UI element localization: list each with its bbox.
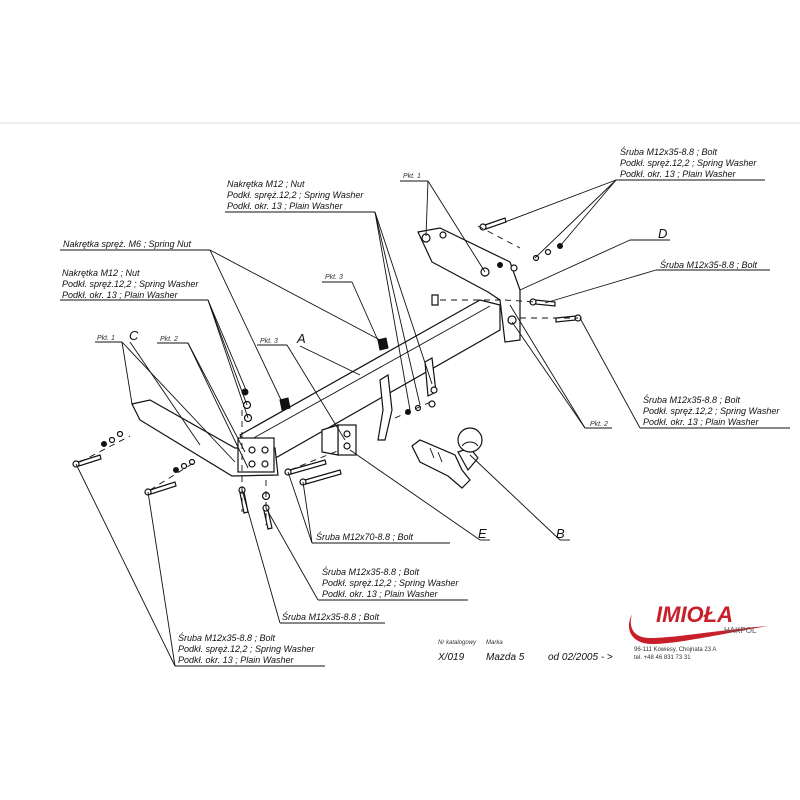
pkt1-right-label: Pkt. 1 — [403, 173, 421, 180]
spring-nut-label: Nakrętka spręż. M6 ; Spring Nut — [63, 239, 192, 249]
spring-washer-text: Podkł. spręż.12,2 ; Spring Washer — [62, 279, 199, 289]
spring-washer-text: Podkł. spręż.12,2 ; Spring Washer — [643, 406, 780, 416]
logo-swoosh — [628, 614, 768, 644]
bolt-text: Śruba M12x35-8.8 ; Bolt — [643, 394, 741, 405]
plate-hole — [248, 460, 256, 468]
part-b-label: B — [556, 526, 565, 541]
brand-caption: Marka — [486, 640, 503, 646]
plain-washer-text: Podkł. okr. 13 ; Plain Washer — [62, 290, 179, 300]
pkt3-left-label: Pkt. 3 — [260, 338, 278, 345]
tow-ball — [411, 427, 483, 489]
spring-washer-text: Podkł. spręż.12,2 ; Spring Washer — [227, 190, 364, 200]
pkt3-top-label: Pkt. 3 — [325, 274, 343, 281]
plate-hole — [261, 446, 269, 454]
company-address: 96-111 Kowiesy, Chojnata 23 A — [634, 647, 716, 653]
company-phone: tel. +48 46 831 73 31 — [634, 655, 691, 661]
brand-name: IMIOŁA — [656, 602, 733, 627]
bolt-text: Śruba M12x35-8.8 ; Bolt — [620, 146, 718, 157]
nut-text: Nakrętka M12 ; Nut — [62, 268, 140, 278]
imiola-logo: IMIOŁA HAKPOL 96-111 Kowiesy, Chojnata 2… — [628, 602, 768, 661]
nut-text: Nakrętka M12 ; Nut — [227, 179, 305, 189]
plain-washer-text: Podkł. okr. 13 ; Plain Washer — [643, 417, 760, 427]
plain-washer-text: Podkł. okr. 13 ; Plain Washer — [322, 589, 439, 599]
plain-washer-text: Podkł. okr. 13 ; Plain Washer — [227, 201, 344, 211]
bolt-text: Śruba M12x35-8.8 ; Bolt — [322, 566, 420, 577]
top-center-nut-label: Nakrętka M12 ; Nut Podkł. spręż.12,2 ; S… — [227, 179, 364, 211]
left-plate — [237, 437, 275, 473]
catalog-number-caption: Nr katalogowy — [438, 640, 477, 646]
nuts-and-washers — [101, 231, 563, 501]
bracket-hole — [507, 315, 517, 325]
vertical-support — [377, 373, 393, 441]
bottom-left-bolt-set-label: Śruba M12x35-8.8 ; Bolt Podkł. spręż.12,… — [178, 632, 315, 665]
assembly-lines — [79, 225, 578, 525]
production-date-value: od 02/2005 - > — [548, 652, 613, 663]
top-right-bolt-label: Śruba M12x35-8.8 ; Bolt Podkł. spręż.12,… — [620, 146, 757, 179]
part-a-label: A — [296, 331, 306, 346]
spring-washer-text: Podkł. spręż.12,2 ; Spring Washer — [620, 158, 757, 168]
center-bolt-set-label: Śruba M12x35-8.8 ; Bolt Podkł. spręż.12,… — [322, 566, 459, 599]
leader-lines — [60, 179, 790, 667]
part-c-label: C — [129, 328, 139, 343]
part-d-label: D — [658, 226, 667, 241]
plain-washer-text: Podkł. okr. 13 ; Plain Washer — [178, 655, 295, 665]
pkt2-left-label: Pkt. 2 — [160, 336, 178, 343]
plate-hole — [261, 460, 269, 468]
spring-washer-text: Podkł. spręż.12,2 ; Spring Washer — [322, 578, 459, 588]
bolt-text: Śruba M12x35-8.8 ; Bolt — [178, 632, 276, 643]
plain-washer-text: Podkł. okr. 13 ; Plain Washer — [620, 169, 737, 179]
right-bracket — [417, 227, 521, 343]
car-model-value: Mazda 5 — [486, 652, 525, 663]
towbar-drawing — [60, 179, 790, 667]
catalog-number-value: X/019 — [437, 652, 465, 663]
plate-hole — [248, 446, 256, 454]
left-nut-label: Nakrętka M12 ; Nut Podkł. spręż.12,2 ; S… — [62, 268, 199, 300]
right-bolt-label: Śruba M12x35-8.8 ; Bolt — [660, 259, 758, 270]
brand-subname: HAKPOL — [724, 626, 757, 635]
bolt-m12x70-label: Śruba M12x70-8.8 ; Bolt — [316, 531, 414, 542]
part-e-label: E — [478, 526, 487, 541]
center-bolt-label: Śruba M12x35-8.8 ; Bolt — [282, 611, 380, 622]
pkt2-right-label: Pkt. 2 — [590, 421, 608, 428]
hitch-plate — [337, 424, 357, 456]
right-bolt-set-label: Śruba M12x35-8.8 ; Bolt Podkł. spręż.12,… — [643, 394, 780, 427]
pkt1-left-label: Pkt. 1 — [97, 335, 115, 342]
catalog-info: Nr katalogowy Marka X/019 Mazda 5 od 02/… — [437, 640, 613, 663]
spring-washer-text: Podkł. spręż.12,2 ; Spring Washer — [178, 644, 315, 654]
